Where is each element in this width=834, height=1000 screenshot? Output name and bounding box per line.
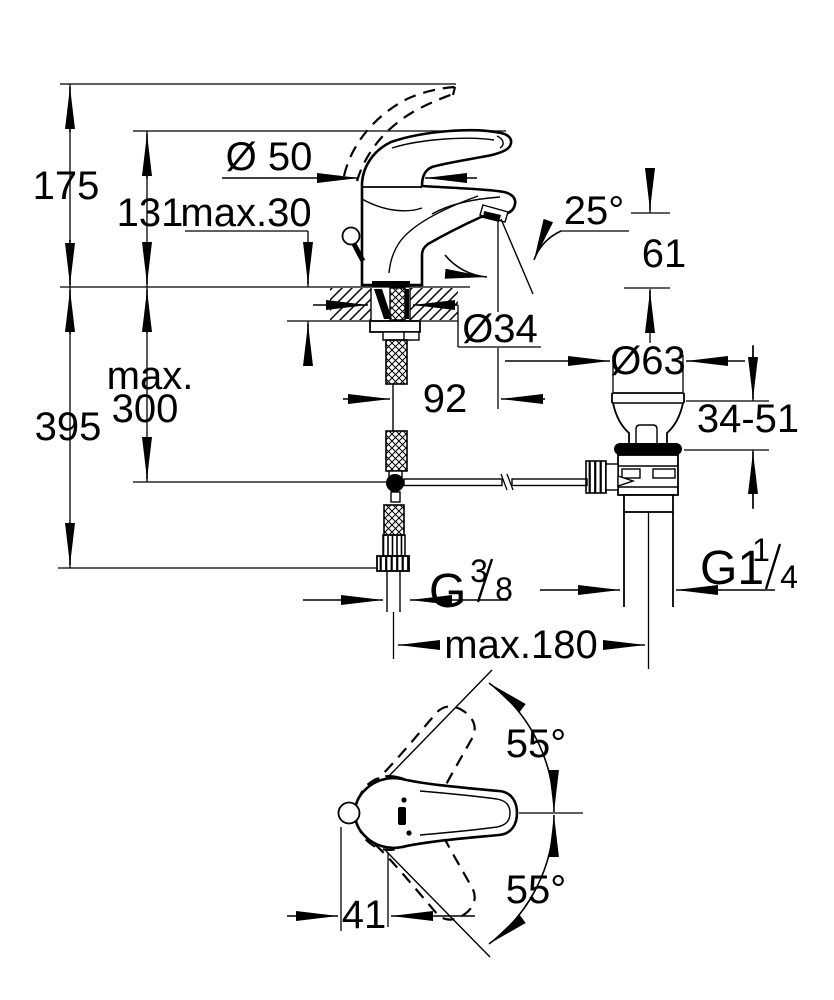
label-hose-depth-1: max. — [107, 354, 194, 398]
flex-hose-upper — [385, 339, 408, 385]
angle-leader-arrow — [533, 218, 562, 261]
mounting-through-deck — [372, 281, 410, 321]
label-waste-thread: G1 — [700, 542, 764, 595]
pop-up-rod — [133, 473, 588, 491]
dimension-labels: 175 131 max.30 Ø 50 25° 61 Ø34 92 Ø63 34… — [33, 135, 800, 937]
hose-nut — [376, 555, 410, 572]
handle-pin — [337, 801, 361, 825]
label-supply-thread: G — [429, 565, 466, 618]
spout-angle-line — [500, 218, 534, 295]
waste-plug-knob — [635, 424, 658, 443]
swivel-arc-upper — [488, 682, 559, 813]
faucet-body — [360, 128, 517, 287]
flex-hose-lower — [383, 504, 405, 536]
label-handle-offset: 41 — [342, 893, 387, 937]
label-hose-depth-2: 300 — [112, 387, 179, 431]
handle-solid — [353, 776, 519, 850]
label-depth-total: 395 — [35, 405, 102, 449]
label-deck-thickness: max.30 — [180, 191, 311, 235]
waste-locknut — [623, 494, 674, 513]
label-basin-range: 34-51 — [697, 397, 799, 441]
label-hole-diameter: Ø34 — [462, 307, 538, 351]
swivel-limit-lower — [385, 850, 491, 958]
deck-hatch-left — [330, 288, 371, 320]
deck-hatch-right — [410, 288, 458, 320]
rod-ball-joint — [386, 474, 404, 492]
pop-up-waste — [585, 392, 685, 669]
label-height-to-deck: 131 — [117, 191, 184, 235]
label-supply-thread-den: 8 — [495, 571, 513, 607]
swivel-limit-upper — [388, 669, 493, 777]
label-spout-reach: 92 — [423, 377, 468, 421]
spout-angle-arc — [444, 254, 488, 279]
shank-and-hoses — [369, 320, 421, 659]
label-waste-thread-den: 4 — [780, 559, 798, 595]
label-body-diameter: Ø 50 — [226, 135, 313, 179]
label-swivel-lower: 55° — [506, 868, 567, 912]
label-supply-thread-num: 3 — [470, 553, 488, 589]
swivel-arc-lower — [488, 814, 559, 945]
rod-coupling-nut — [585, 460, 607, 494]
label-height-total: 175 — [33, 164, 100, 208]
waste-gasket — [614, 443, 682, 455]
label-swivel-upper: 55° — [506, 722, 567, 766]
handle-top-view — [287, 669, 583, 958]
dimension-arrows — [65, 87, 775, 650]
label-rod-reach: max.180 — [444, 623, 597, 667]
mounting-flange — [369, 320, 421, 333]
label-waste-thread-num: 1 — [752, 532, 770, 568]
pop-up-knob — [341, 226, 361, 246]
label-spout-height: 61 — [642, 232, 687, 276]
label-waste-flange-diameter: Ø63 — [610, 339, 686, 383]
faucet-front-view — [341, 128, 534, 295]
label-spout-angle: 25° — [564, 189, 625, 233]
